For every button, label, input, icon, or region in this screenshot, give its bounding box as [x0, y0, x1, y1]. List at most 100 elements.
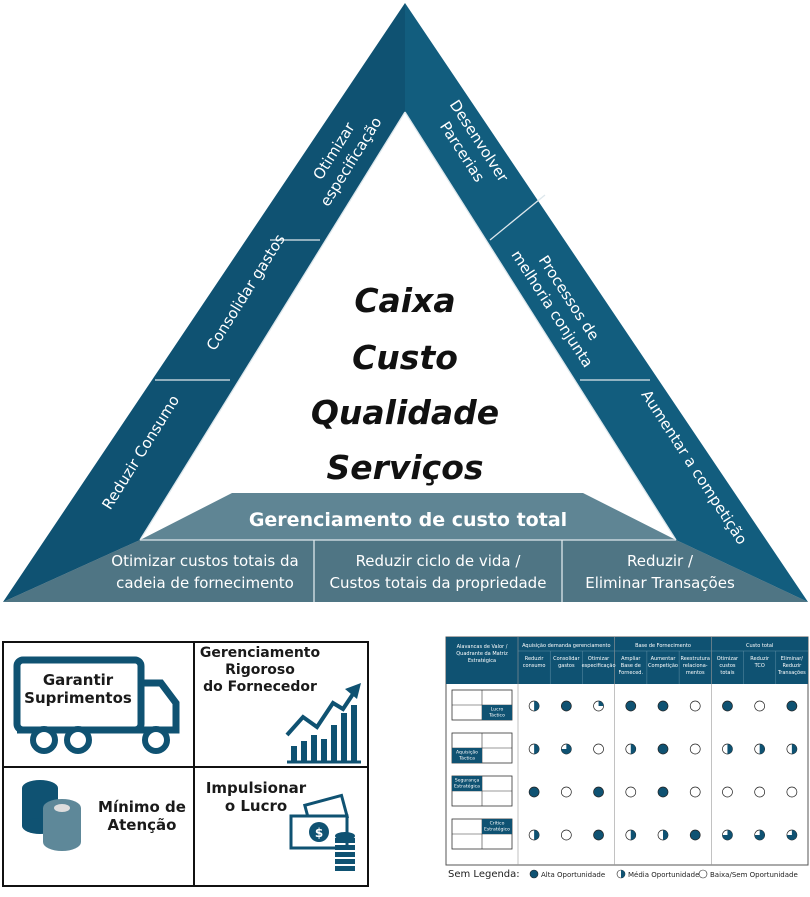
- bottom-item-1b: cadeia de fornecimento: [116, 574, 294, 592]
- matrix-group-header: Custo total: [746, 643, 773, 649]
- money-icon: $: [289, 793, 355, 871]
- legend-title: Sem Legenda:: [448, 869, 520, 880]
- matrix-header: [446, 637, 808, 684]
- left-arm-band: [3, 3, 405, 602]
- quadrant-label: Lucro: [491, 707, 504, 713]
- center-line-4: Serviços: [326, 448, 483, 487]
- quadrant-label: Táctica: [458, 755, 475, 762]
- opportunity-dot-empty: [689, 700, 701, 712]
- quadrant-label: Táctico: [488, 712, 505, 719]
- legend-medium: Média Oportunidade: [628, 871, 699, 879]
- matrix-column-header: TCO: [754, 663, 765, 669]
- matrix-grid: [517, 637, 808, 865]
- bottom-items: Otimizar custos totais da cadeia de forn…: [111, 552, 735, 592]
- matrix-column-header: consumo: [523, 663, 546, 669]
- opportunity-dot-full: [722, 700, 733, 712]
- matrix-column-header: mentos: [686, 670, 705, 676]
- opportunity-dot-full: [593, 786, 604, 798]
- opportunity-dot-empty: [786, 786, 798, 798]
- matrix-column-header: gastos: [558, 663, 575, 669]
- matrix-column-header: Reduzir: [525, 656, 545, 662]
- opportunity-dot-empty: [689, 743, 701, 755]
- value-triangle-diagram: Caixa Custo Qualidade Serviços Gestão da…: [3, 3, 808, 602]
- bottom-title: Gerenciamento de custo total: [249, 509, 567, 531]
- matrix-column-header: Forneced.: [618, 670, 643, 676]
- matrix-column-header: relaciona-: [683, 663, 708, 669]
- opportunity-dot-empty: [722, 786, 733, 798]
- opportunity-dot-full: [657, 700, 669, 712]
- matrix-group-header: Base de Fornecimento: [635, 643, 691, 649]
- quadrant-label: Crítico: [490, 820, 505, 827]
- bottom-item-1a: Otimizar custos totais da: [111, 552, 298, 570]
- right-arm-band: [405, 3, 808, 602]
- quadrant-label: Estratégico: [484, 826, 510, 833]
- opportunity-dot-full: [657, 786, 669, 798]
- svg-text:$: $: [315, 826, 323, 840]
- legend-low: Baixa/Sem Oportunidade: [710, 871, 798, 879]
- center-values: Caixa Custo Qualidade Serviços: [311, 281, 499, 487]
- material-rolls-icon: [22, 780, 81, 851]
- matrix-corner-text: Alavancas de Valor /: [457, 644, 508, 650]
- divider-lines: [139, 111, 677, 602]
- bottom-item-3a: Reduzir /: [627, 552, 694, 570]
- bottom-item-2b: Custos totais da propriedade: [330, 574, 547, 592]
- matrix-column-header: Base de: [621, 663, 641, 669]
- center-line-2: Custo: [352, 338, 458, 377]
- matrix-column-header: Aumentar: [651, 656, 677, 662]
- matrix-column-header: Reestrutura: [680, 656, 709, 662]
- opportunity-dot-empty: [754, 786, 766, 798]
- matrix-column-header: Otimizar: [717, 656, 739, 662]
- opportunity-dot-empty: [560, 829, 572, 841]
- matrix-column-header: custos: [719, 663, 736, 669]
- matrix-column-header: Transações: [777, 670, 806, 676]
- matrix-column-header: Reduzir: [750, 656, 770, 662]
- opportunity-dot-full: [593, 829, 604, 841]
- matrix-column-header: Otimizar: [588, 656, 610, 662]
- opportunity-dot-full: [689, 829, 701, 841]
- matrix-legend: Sem Legenda: Alta Oportunidade Média Opo…: [448, 869, 798, 880]
- bottom-items-band: [3, 540, 808, 602]
- bottom-item-2a: Reduzir ciclo de vida /: [356, 552, 522, 570]
- matrix-column-header: Competição: [648, 663, 678, 669]
- matrix-group-header: Aquisição demanda gerenciamento: [522, 643, 610, 649]
- growth-chart-icon: [285, 683, 361, 764]
- legend-high: Alta Oportunidade: [541, 871, 605, 879]
- opportunity-dot-full: [786, 700, 798, 712]
- opportunity-dot-empty: [754, 700, 766, 712]
- matrix-corner-text: Quadrante da Matriz: [456, 651, 508, 657]
- quadrant-label: Aquisição: [456, 750, 478, 756]
- center-line-1: Caixa: [354, 281, 455, 320]
- legend-empty-icon: [698, 869, 708, 879]
- bottom-item-3b: Eliminar Transações: [585, 574, 735, 592]
- opportunity-dot-empty: [689, 786, 701, 798]
- truck-icon: [13, 656, 180, 754]
- quadrant-label: Segurança: [455, 778, 480, 784]
- opportunity-dot-full: [625, 700, 637, 712]
- matrix-header-text: Alavancas de Valor /Quadrante da MatrizE…: [456, 643, 806, 676]
- matrix-corner-text: Estratégica: [468, 657, 496, 664]
- opportunity-dot-empty: [560, 786, 572, 798]
- legend-full-icon: [529, 869, 539, 879]
- opportunity-dot-full: [657, 743, 669, 755]
- opportunity-dot-empty: [593, 743, 604, 755]
- strategic-matrix-table: Alavancas de Valor /Quadrante da MatrizE…: [445, 636, 809, 880]
- matrix-column-header: Ampliar: [621, 656, 641, 662]
- matrix-column-header: Consolidar: [553, 656, 580, 662]
- quadrant-label: Estratégica: [454, 783, 480, 790]
- opportunity-dot-full: [528, 786, 540, 798]
- opportunity-dot-empty: [625, 786, 637, 798]
- matrix-rows: LucroTácticoAquisiçãoTácticaSegurançaEst…: [451, 689, 798, 850]
- matrix-column-header: Reduzir: [783, 663, 803, 669]
- center-line-3: Qualidade: [311, 393, 499, 432]
- opportunity-dot-full: [560, 700, 572, 712]
- matrix-column-header: totais: [720, 670, 734, 676]
